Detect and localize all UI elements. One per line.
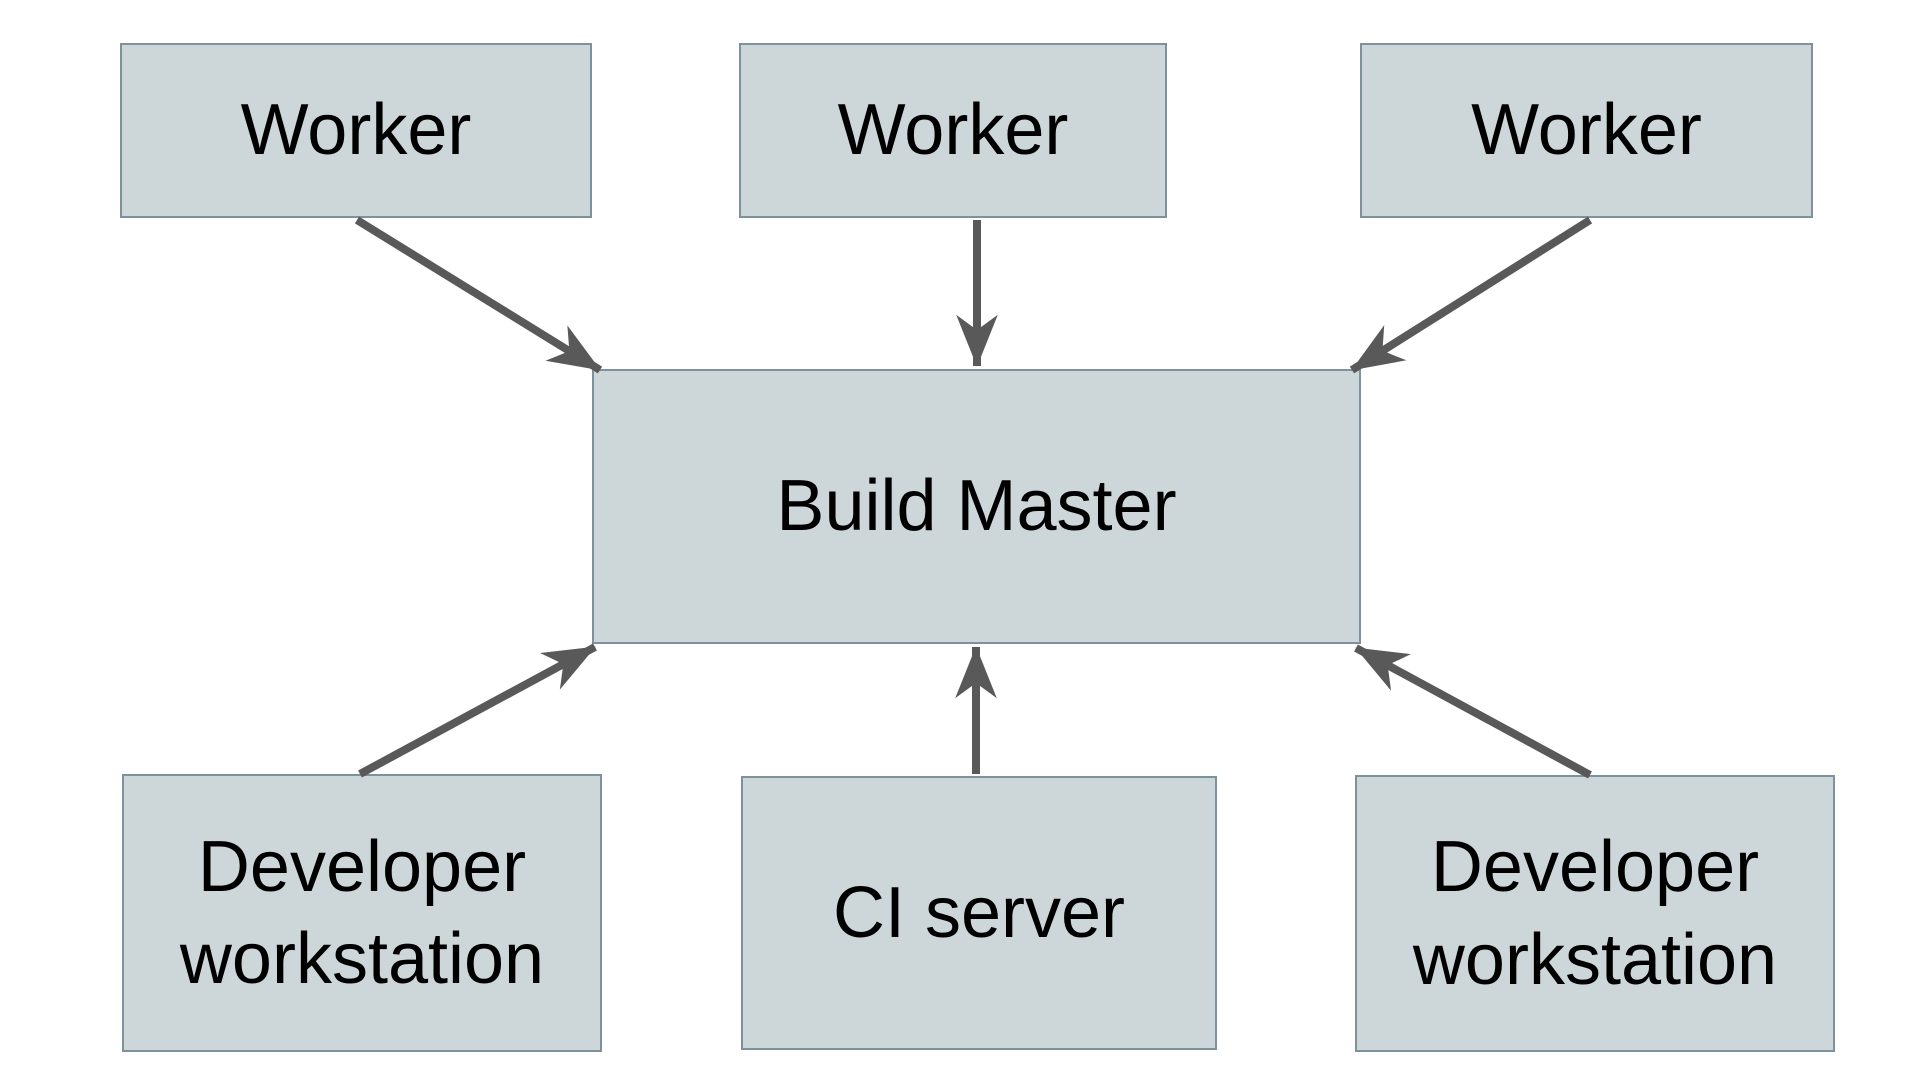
node-developer-workstation-1: Developer workstation — [122, 774, 602, 1052]
node-build-master-label: Build Master — [776, 466, 1177, 547]
node-worker-1: Worker — [120, 43, 592, 218]
node-developer-workstation-1-label: Developer workstation — [179, 826, 545, 999]
node-developer-workstation-2-label: Developer workstation — [1412, 827, 1778, 1000]
arrow-worker-1-to-build-master — [354, 216, 603, 374]
node-worker-1-label: Worker — [240, 90, 472, 171]
node-worker-2: Worker — [739, 43, 1167, 218]
arrow-worker-3-to-build-master — [1349, 216, 1593, 374]
node-worker-2-label: Worker — [837, 90, 1069, 171]
node-build-master: Build Master — [592, 369, 1361, 644]
node-ci-server: CI server — [741, 776, 1217, 1050]
node-worker-3-label: Worker — [1471, 90, 1702, 171]
node-ci-server-label: CI server — [832, 872, 1126, 953]
node-developer-workstation-2: Developer workstation — [1355, 775, 1835, 1052]
arrow-developer-workstation-2-to-build-master — [1354, 644, 1592, 779]
node-worker-3: Worker — [1360, 43, 1813, 218]
arrow-developer-workstation-1-to-build-master — [358, 643, 597, 778]
